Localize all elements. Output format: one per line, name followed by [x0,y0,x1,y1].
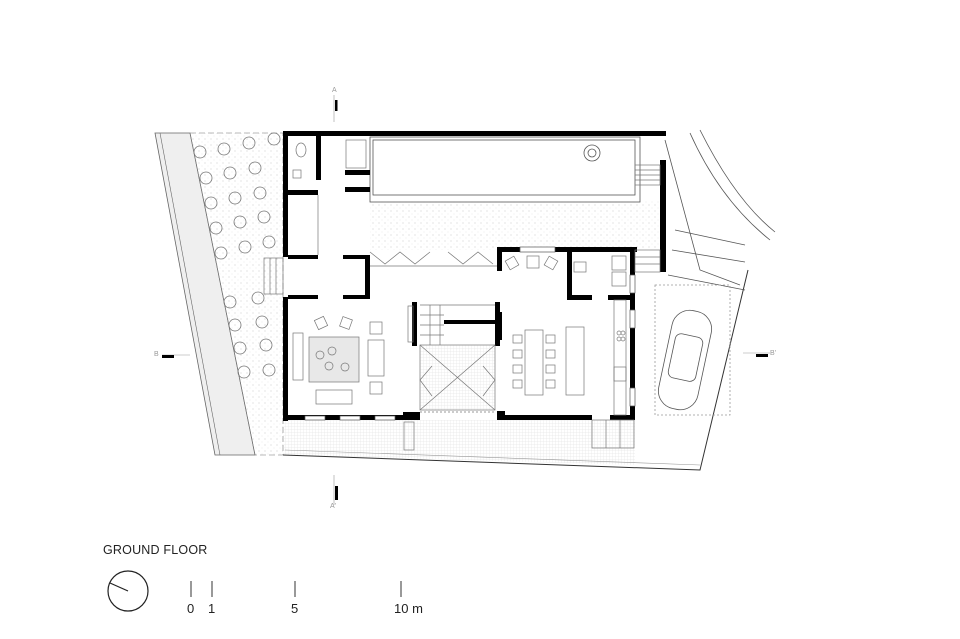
section-markers [162,95,770,505]
scale-label-0: 0 [187,601,195,616]
site-boundary [282,269,749,471]
terrace-south [283,420,635,465]
scale-label-5: 5 [291,601,299,616]
car [657,309,713,411]
scale-bar [190,581,402,597]
driveway [654,129,776,416]
garden-trees [193,132,281,379]
north-arrow-icon [107,570,149,612]
section-label-b-left: B [154,351,159,358]
section-label-a-top: A [332,87,337,94]
scale-label-10: 10 m [394,601,423,616]
courtyard [370,200,660,250]
pool [369,136,641,203]
section-label-b-right: B' [770,350,777,357]
section-label-a-bottom: A' [330,503,337,510]
scale-label-1: 1 [208,601,216,616]
interior-fixtures [263,139,661,451]
drawing-title: GROUND FLOOR [103,543,208,557]
windows [304,246,636,421]
